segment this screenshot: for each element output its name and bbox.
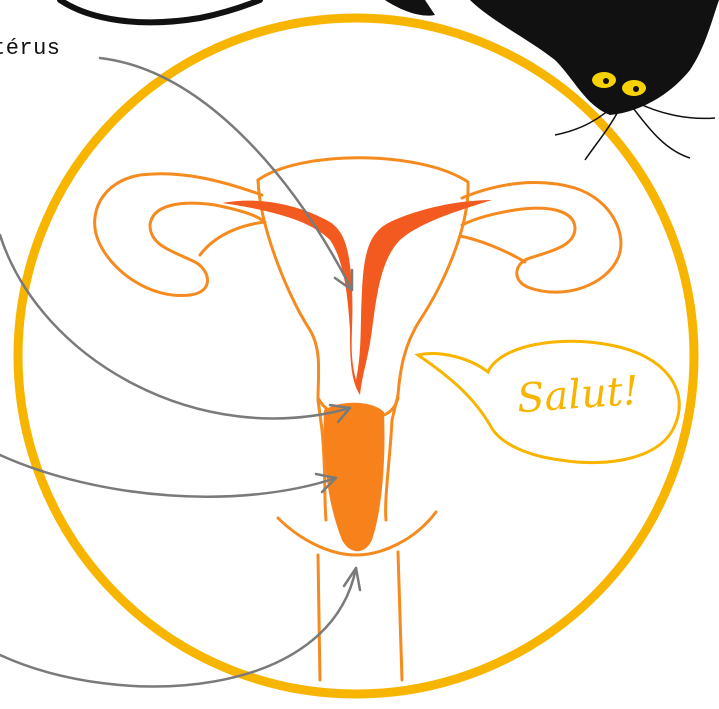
arrow-opening [0, 568, 356, 686]
speech-bubble-text: Salut! [516, 368, 641, 422]
uterine-cavity [222, 200, 492, 395]
arrow-cervix [0, 235, 350, 418]
pointer-arrows [0, 58, 360, 686]
uterus-label: térus [0, 36, 61, 61]
frame-circle [18, 18, 694, 694]
cat-tail [60, 0, 260, 22]
